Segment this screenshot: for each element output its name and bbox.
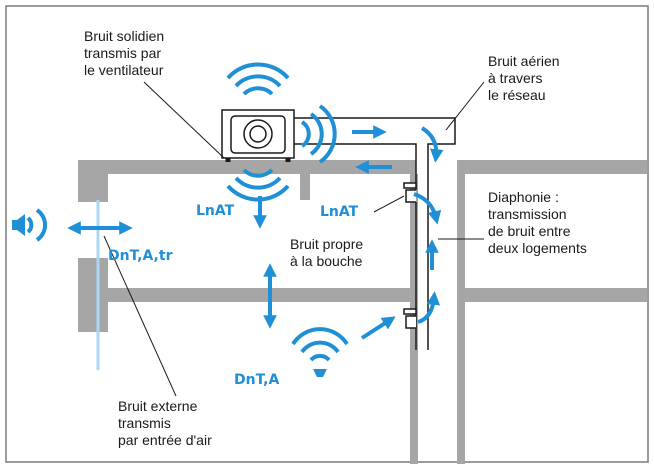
inner-wall-stub bbox=[300, 174, 310, 200]
vent-outlet-lower bbox=[403, 308, 417, 329]
fan-bottom-waves-icon bbox=[226, 168, 290, 202]
fan-feet bbox=[225, 158, 291, 162]
crosstalk-line-4: deux logements bbox=[488, 240, 587, 256]
arrow-riser-lower-curve bbox=[417, 291, 441, 324]
label-dnt-a-tr: DnT,A,tr bbox=[108, 248, 173, 264]
fan-noise-line-3: le ventilateur bbox=[84, 62, 164, 78]
fan-wheel bbox=[243, 119, 273, 149]
label-lnat-left: LnAT bbox=[196, 203, 235, 219]
fan-hub bbox=[249, 125, 267, 143]
label-lnat-right: LnAT bbox=[320, 204, 359, 220]
vent-self-noise-line-1: Bruit propre bbox=[290, 236, 363, 252]
external-noise-line-2: transmis bbox=[118, 415, 171, 431]
arrow-riser-curve-up bbox=[413, 192, 442, 225]
transmission-arrows bbox=[253, 125, 444, 340]
floor-slab bbox=[78, 288, 410, 302]
room-waves-icon bbox=[291, 327, 349, 362]
arrow-room-diagonal bbox=[360, 316, 396, 340]
external-noise-line-3: par entrée d'air bbox=[118, 432, 212, 448]
fan-top-waves-icon bbox=[226, 62, 290, 96]
sound-waves bbox=[26, 62, 349, 362]
crosstalk-line-1: Diaphonie : bbox=[488, 189, 559, 205]
external-noise-line-1: Bruit externe bbox=[118, 398, 198, 414]
party-wall-right bbox=[457, 174, 465, 464]
room-receiver-icon bbox=[313, 369, 327, 377]
crosstalk-line-3: de bruit entre bbox=[488, 223, 571, 239]
building-walls bbox=[78, 160, 647, 464]
bidirectional-arrows bbox=[67, 221, 277, 329]
duct-network bbox=[221, 109, 456, 350]
external-waves-icon bbox=[26, 208, 47, 242]
arrow-duct-corner bbox=[420, 126, 444, 163]
leader-lines bbox=[103, 81, 485, 397]
outer-wall-upper bbox=[78, 160, 108, 202]
airborne-noise-line-3: le réseau bbox=[488, 87, 546, 103]
fan-noise-line-2: transmis par bbox=[84, 45, 161, 61]
airborne-noise-line-1: Bruit aérien bbox=[488, 53, 560, 69]
fan-unit bbox=[221, 109, 295, 159]
label-dnt-a: DnT,A bbox=[234, 372, 279, 388]
floor-slab-right bbox=[457, 288, 647, 302]
vent-outlet-upper bbox=[403, 182, 417, 203]
fan-grille bbox=[230, 115, 286, 154]
diagram-frame bbox=[5, 5, 649, 463]
crosstalk-line-2: transmission bbox=[488, 206, 567, 222]
fan-right-waves-icon bbox=[300, 104, 337, 164]
fan-noise-line-1: Bruit solidien bbox=[84, 28, 164, 44]
duct-top bbox=[294, 117, 456, 350]
speaker-icon bbox=[12, 214, 25, 236]
ceiling-slab bbox=[78, 160, 416, 174]
ceiling-slab-right bbox=[457, 160, 647, 174]
vent-self-noise-line-2: à la bouche bbox=[290, 253, 363, 269]
outer-wall-lower bbox=[78, 258, 108, 332]
airborne-noise-line-2: à travers bbox=[488, 70, 542, 86]
